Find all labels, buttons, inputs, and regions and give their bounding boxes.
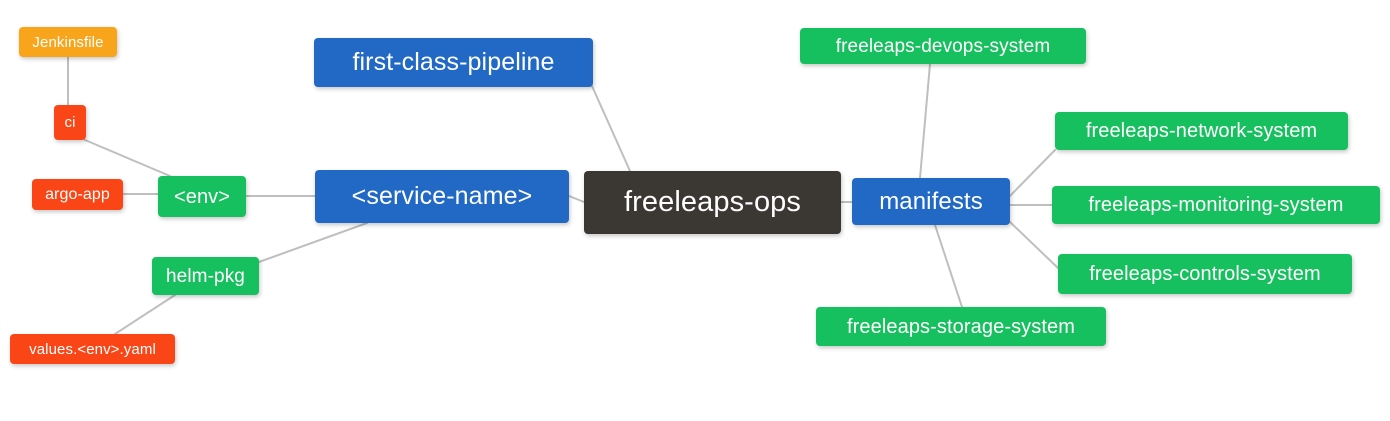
- mindmap-node-storage[interactable]: freeleaps-storage-system: [816, 307, 1106, 346]
- mindmap-node-monitoring[interactable]: freeleaps-monitoring-system: [1052, 186, 1380, 224]
- mindmap-node-ci[interactable]: ci: [54, 105, 86, 140]
- mindmap-node-manifests[interactable]: manifests: [852, 178, 1010, 225]
- mindmap-node-helm[interactable]: helm-pkg: [152, 257, 259, 295]
- mindmap-node-values[interactable]: values.<env>.yaml: [10, 334, 175, 364]
- mindmap-node-env[interactable]: <env>: [158, 176, 246, 217]
- mindmap-node-pipeline[interactable]: first-class-pipeline: [314, 38, 593, 87]
- mindmap-node-service[interactable]: <service-name>: [315, 170, 569, 223]
- mindmap-edge: [934, 224, 963, 308]
- mindmap-edge: [1009, 221, 1059, 269]
- mindmap-edge: [568, 195, 585, 203]
- mindmap-node-argo[interactable]: argo-app: [32, 179, 123, 210]
- mindmap-node-devops[interactable]: freeleaps-devops-system: [800, 28, 1086, 64]
- mindmap-edge: [1009, 149, 1056, 197]
- mindmap-edge: [919, 63, 931, 179]
- mindmap-node-network[interactable]: freeleaps-network-system: [1055, 112, 1348, 150]
- mindmap-node-controls[interactable]: freeleaps-controls-system: [1058, 254, 1352, 294]
- mindmap-edge: [591, 85, 631, 172]
- mindmap-edge: [258, 222, 368, 263]
- mindmap-edge: [84, 139, 171, 177]
- mindmap-edge: [114, 294, 176, 335]
- mindmap-node-root[interactable]: freeleaps-ops: [584, 171, 841, 234]
- mindmap-node-jenkins[interactable]: Jenkinsfile: [19, 27, 117, 57]
